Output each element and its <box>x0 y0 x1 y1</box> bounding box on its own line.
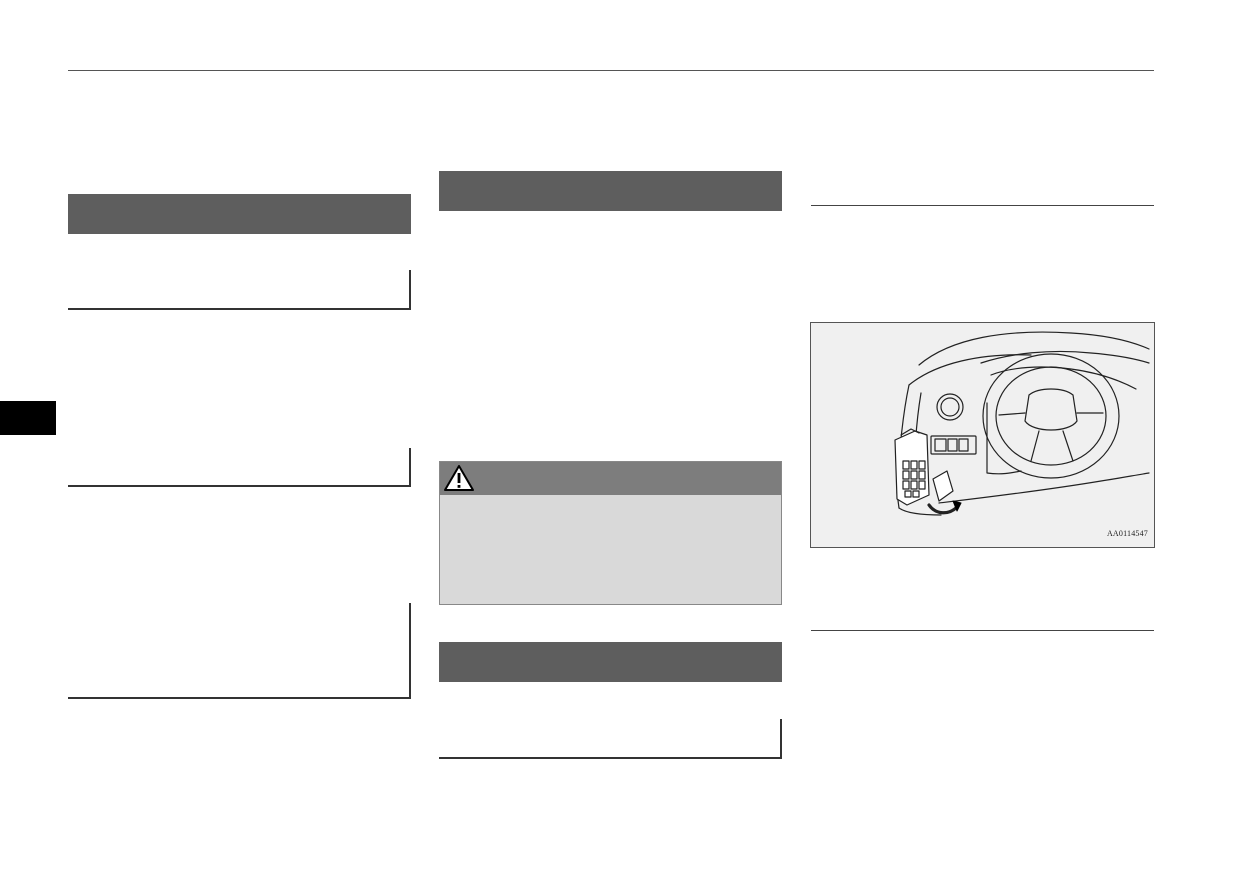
fuse-box-figure: AA0114547 <box>810 322 1155 548</box>
middle-subheading-box <box>439 719 782 759</box>
left-note-box <box>68 603 411 699</box>
dashboard-fuse-box-illustration <box>894 331 1150 516</box>
right-rule-2 <box>811 630 1154 631</box>
warning-header <box>440 462 781 495</box>
top-rule <box>68 70 1154 71</box>
right-rule-1 <box>811 205 1154 206</box>
middle-section-header-1 <box>439 171 782 211</box>
warning-triangle-icon <box>444 465 474 491</box>
left-section-header <box>68 194 411 234</box>
warning-box <box>439 461 782 605</box>
middle-section-header-2 <box>439 642 782 682</box>
figure-code: AA0114547 <box>1106 529 1148 538</box>
left-subheading-box-2 <box>68 448 411 487</box>
left-subheading-box-1 <box>68 270 411 310</box>
section-tab <box>0 401 56 435</box>
